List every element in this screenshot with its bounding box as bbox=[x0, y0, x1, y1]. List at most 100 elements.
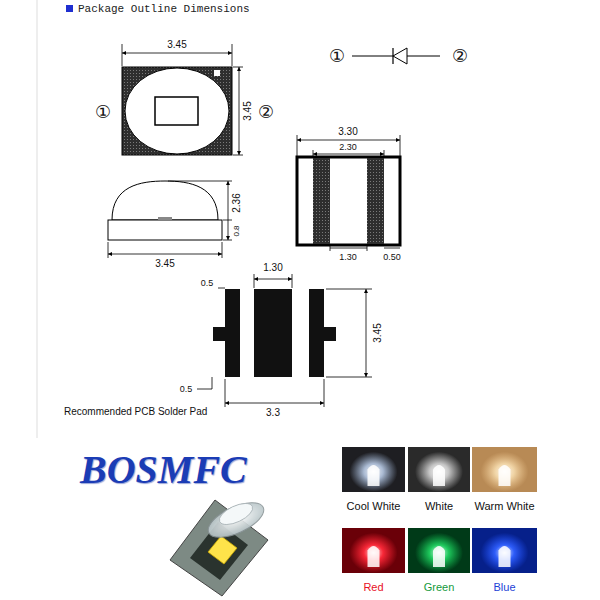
photo-ground bbox=[408, 528, 470, 573]
leader-line bbox=[197, 389, 212, 390]
pad-tab bbox=[213, 327, 225, 341]
dimension-line bbox=[228, 181, 229, 240]
dimension-value: 1.30 bbox=[263, 262, 282, 274]
page-title: Package Outline Dimensions bbox=[78, 3, 250, 16]
dimension-value: 0.50 bbox=[383, 252, 401, 262]
led-bulb bbox=[433, 465, 445, 486]
led-chip bbox=[208, 536, 237, 564]
photo-ground bbox=[472, 447, 537, 492]
extension-line bbox=[326, 377, 372, 378]
extension-line bbox=[330, 246, 331, 251]
package-body bbox=[122, 67, 232, 155]
pin-number: ② bbox=[258, 102, 274, 123]
dimension-value: 3.45 bbox=[372, 323, 384, 342]
led-bulb bbox=[368, 465, 380, 486]
led-color-tile: Cool White bbox=[342, 447, 405, 513]
led-color-tile: White bbox=[408, 447, 470, 513]
led-color-tile: Blue bbox=[472, 528, 537, 594]
led-photo bbox=[472, 447, 537, 492]
diode-triangle bbox=[393, 48, 407, 64]
led-glow bbox=[350, 452, 398, 492]
dimension-line bbox=[297, 140, 400, 141]
extension-line bbox=[254, 274, 255, 288]
led-color-tile: Green bbox=[408, 528, 470, 594]
color-name: Warm White bbox=[474, 500, 534, 513]
led-bulb bbox=[499, 465, 511, 486]
solder-pad bbox=[309, 289, 324, 377]
dimension-value: 3.45 bbox=[242, 101, 254, 120]
solder-pad bbox=[225, 289, 240, 377]
solder-pad bbox=[254, 289, 292, 377]
pin-number: ① bbox=[329, 46, 345, 67]
color-name: Cool White bbox=[347, 500, 401, 513]
dimension-value: 1.30 bbox=[339, 252, 357, 262]
extension-line bbox=[223, 220, 232, 221]
extension-line bbox=[384, 150, 385, 156]
led-glow bbox=[481, 533, 529, 573]
dimension-value: 3.45 bbox=[155, 258, 174, 270]
chip-outline bbox=[155, 97, 198, 125]
solder-pad-layout bbox=[197, 274, 372, 407]
dome-outline bbox=[112, 181, 218, 220]
lens-cap bbox=[203, 496, 268, 545]
photo-ground bbox=[472, 528, 537, 573]
dimension-value: 3.3 bbox=[266, 407, 280, 419]
extension-line bbox=[233, 155, 243, 156]
extension-line bbox=[297, 135, 298, 156]
polarity-mark bbox=[214, 70, 220, 76]
extension-line bbox=[233, 67, 243, 68]
bottom-view bbox=[297, 135, 400, 251]
photo-ground bbox=[342, 447, 405, 492]
led-glow bbox=[415, 452, 463, 492]
dimension-line bbox=[366, 289, 367, 377]
package-bottom bbox=[297, 157, 400, 245]
dimension-value: 3.45 bbox=[167, 39, 186, 51]
photo-ground bbox=[342, 528, 405, 573]
led-bulb bbox=[499, 546, 511, 567]
dimension-line bbox=[313, 154, 384, 155]
brand-logo: BOSMFC bbox=[80, 447, 247, 493]
color-name: White bbox=[425, 500, 453, 513]
led-glow bbox=[481, 452, 529, 492]
dimension-line bbox=[225, 403, 324, 404]
title-bullet bbox=[66, 5, 73, 12]
led-glow bbox=[350, 533, 398, 573]
page-rule bbox=[37, 0, 38, 438]
extension-line bbox=[122, 44, 123, 66]
pin-number: ② bbox=[452, 46, 468, 67]
extension-line bbox=[108, 242, 109, 258]
dimension-line bbox=[254, 279, 292, 280]
led-photo bbox=[408, 447, 470, 492]
extension-line bbox=[400, 135, 401, 156]
extension-line bbox=[168, 181, 232, 182]
pad-tab bbox=[324, 327, 336, 341]
led-illustration bbox=[170, 496, 269, 596]
dimension-line bbox=[108, 254, 222, 255]
photo-ground bbox=[408, 447, 470, 492]
dimension-line bbox=[122, 53, 232, 54]
chip-side bbox=[158, 217, 172, 220]
side-view bbox=[108, 181, 232, 258]
dimension-value: 2.30 bbox=[339, 142, 357, 152]
dimension-line bbox=[384, 248, 400, 249]
led-bulb bbox=[368, 546, 380, 567]
dimension-value: 0.5 bbox=[201, 278, 214, 288]
led-photo bbox=[342, 447, 405, 492]
color-name: Green bbox=[424, 581, 455, 594]
extension-line bbox=[222, 242, 223, 258]
led-glow bbox=[415, 533, 463, 573]
led-photo bbox=[408, 528, 470, 573]
pin-number: ① bbox=[95, 102, 111, 123]
drawing-caption: Recommended PCB Solder Pad bbox=[64, 406, 207, 418]
dimension-value: 0.8 bbox=[232, 225, 241, 236]
dimension-line bbox=[330, 248, 367, 249]
dimension-line bbox=[239, 67, 240, 155]
lens-dome bbox=[216, 499, 255, 529]
extension-line bbox=[292, 274, 293, 288]
top-view bbox=[122, 44, 243, 155]
dimension-value: 0.5 bbox=[180, 384, 193, 394]
extension-line bbox=[313, 150, 314, 156]
color-name: Blue bbox=[493, 581, 515, 594]
led-photo bbox=[342, 528, 405, 573]
